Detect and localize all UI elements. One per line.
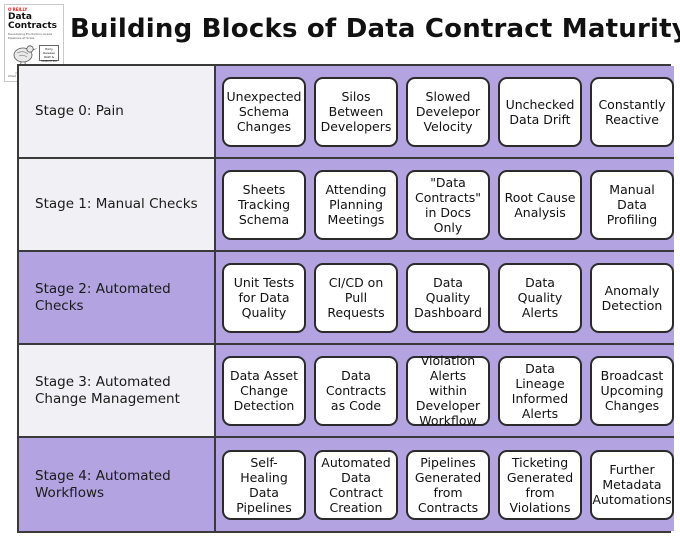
building-block-card: Unit Tests for Data Quality (222, 262, 306, 333)
stage-0-label: Stage 0: Pain (19, 66, 216, 159)
book-title: Data Contracts (8, 12, 58, 31)
book-subtitle: Developing Production-Grade Pipelines at… (8, 32, 53, 40)
building-block-card: Data Contracts as Code (314, 355, 398, 426)
stage-3-cards: Data Asset Change Detection Data Contrac… (216, 345, 674, 438)
building-block-card: Data Asset Change Detection (222, 355, 306, 426)
stage-1-cards: Sheets Tracking Schema Attending Plannin… (216, 159, 674, 252)
building-block-card: Root Cause Analysis (498, 169, 582, 240)
building-block-card: CI/CD on Pull Requests (314, 262, 398, 333)
book-publisher: O'REILLY (8, 7, 28, 12)
building-block-card: Data Quality Dashboard (406, 262, 490, 333)
building-block-card: Pipelines Generated from Contracts (406, 449, 490, 520)
building-block-card: Unchecked Data Drift (498, 76, 582, 147)
early-release-badge: Early Release RAW & UNEDITED (39, 45, 59, 63)
stage-0-cards: Unexpected Schema Changes Silos Between … (216, 66, 674, 159)
building-block-card: Manual Data Profiling (590, 169, 674, 240)
building-block-card: Automated Data Contract Creation (314, 449, 398, 520)
building-block-card: Attending Planning Meetings (314, 169, 398, 240)
stage-2-label: Stage 2: Automated Checks (19, 252, 216, 345)
building-block-card: Further Metadata Automations (590, 449, 674, 520)
building-block-card: Violation Alerts within Developer Workfl… (406, 353, 490, 428)
maturity-grid: Stage 0: Pain Unexpected Schema Changes … (17, 64, 674, 533)
stage-2-cards: Unit Tests for Data Quality CI/CD on Pul… (216, 252, 674, 345)
building-block-card: Self-Healing Data Pipelines (222, 449, 306, 520)
stage-4-label: Stage 4: Automated Workflows (19, 438, 216, 531)
building-block-card: Broadcast Upcoming Changes (590, 355, 674, 426)
building-block-card: Constantly Reactive (590, 76, 674, 147)
building-block-card: Silos Between Developers (314, 76, 398, 147)
building-block-card: Slowed Develepor Velocity (406, 76, 490, 147)
building-block-card: Data Lineage Informed Alerts (498, 355, 582, 426)
building-block-card: Data Quality Alerts (498, 262, 582, 333)
building-block-card: "Data Contracts" in Docs Only (406, 169, 490, 240)
page-title: Building Blocks of Data Contract Maturit… (70, 14, 680, 44)
stage-4-cards: Self-Healing Data Pipelines Automated Da… (216, 438, 674, 531)
stage-1-label: Stage 1: Manual Checks (19, 159, 216, 252)
stage-3-label: Stage 3: Automated Change Management (19, 345, 216, 438)
building-block-card: Anomaly Detection (590, 262, 674, 333)
building-block-card: Unexpected Schema Changes (222, 76, 306, 147)
building-block-card: Ticketing Generated from Violations (498, 449, 582, 520)
building-block-card: Sheets Tracking Schema (222, 169, 306, 240)
